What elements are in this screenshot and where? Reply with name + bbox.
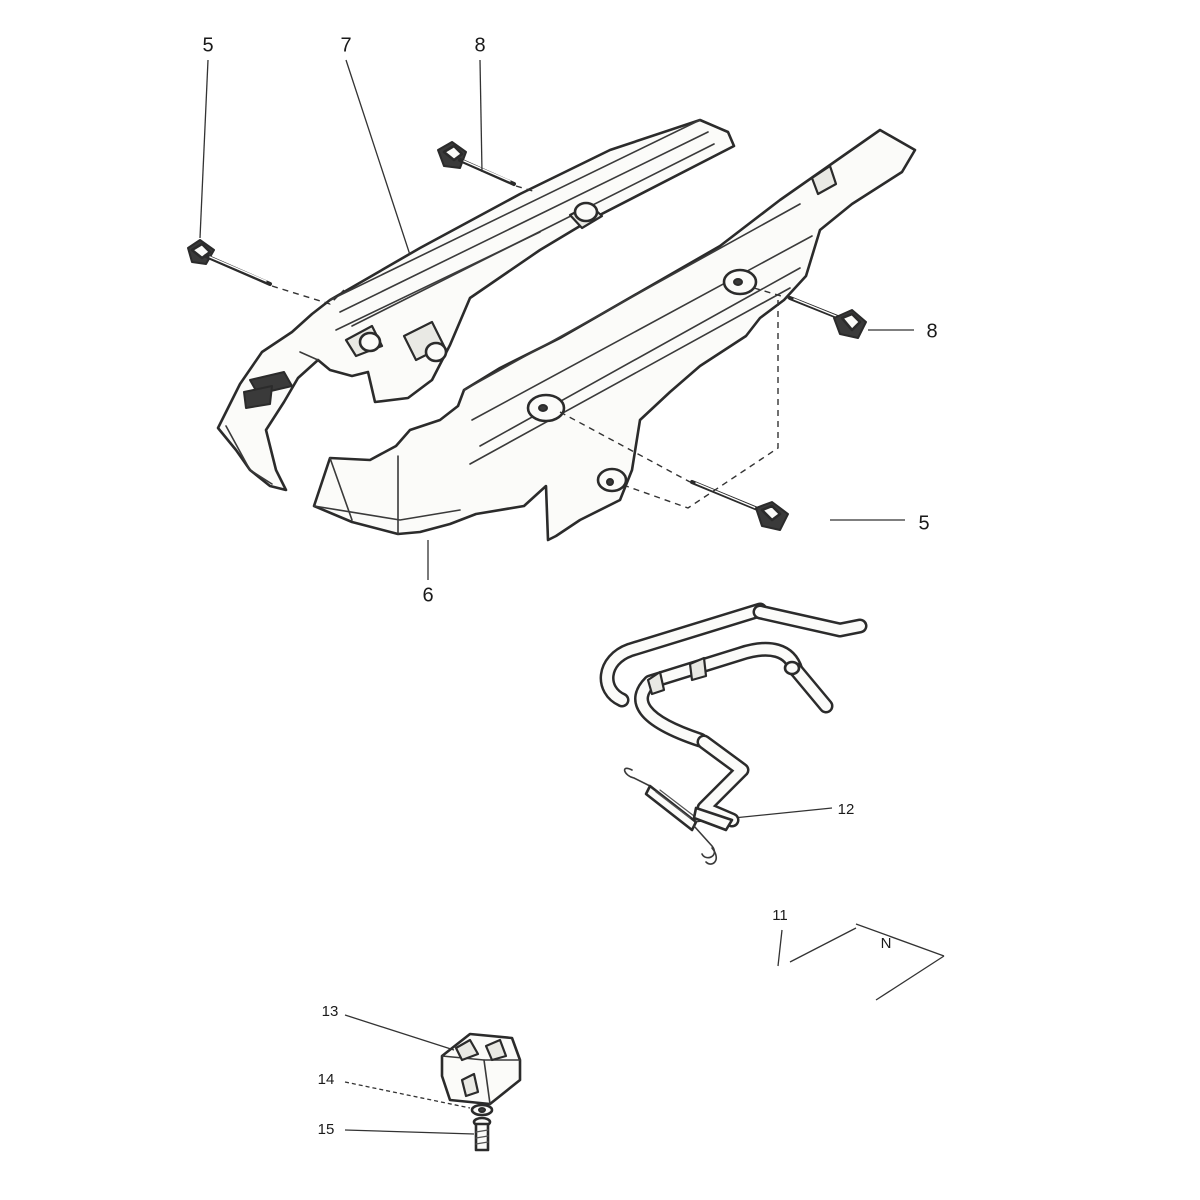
- part-7-inner-chain-guard: [216, 118, 736, 492]
- callout-11: 11: [772, 907, 788, 924]
- screw-8-right: [788, 296, 867, 339]
- callout-13: 13: [322, 1003, 339, 1020]
- part-11-stand: [599, 602, 945, 1001]
- callout-8-right: 8: [926, 320, 937, 342]
- callout-6: 6: [422, 584, 433, 606]
- part-15-bolt: [344, 1116, 492, 1152]
- callout-N: N: [881, 935, 892, 952]
- callout-12: 12: [838, 801, 855, 818]
- leader-lines-upper: [199, 59, 914, 580]
- callout-5-top: 5: [202, 34, 213, 56]
- callout-5-right: 5: [918, 512, 929, 534]
- screw-5-top: [187, 239, 272, 286]
- callout-14: 14: [318, 1071, 335, 1088]
- screw-8-top: [437, 141, 516, 186]
- part-14-washer: [344, 1081, 494, 1117]
- part-6-outer-chain-guard: [312, 128, 917, 542]
- callout-15: 15: [318, 1121, 335, 1138]
- assembly-dashed-lines: [271, 185, 789, 509]
- part-13-block: [344, 1014, 522, 1106]
- callout-7: 7: [340, 34, 351, 56]
- screw-5-right: [690, 480, 789, 531]
- callout-8-top: 8: [474, 34, 485, 56]
